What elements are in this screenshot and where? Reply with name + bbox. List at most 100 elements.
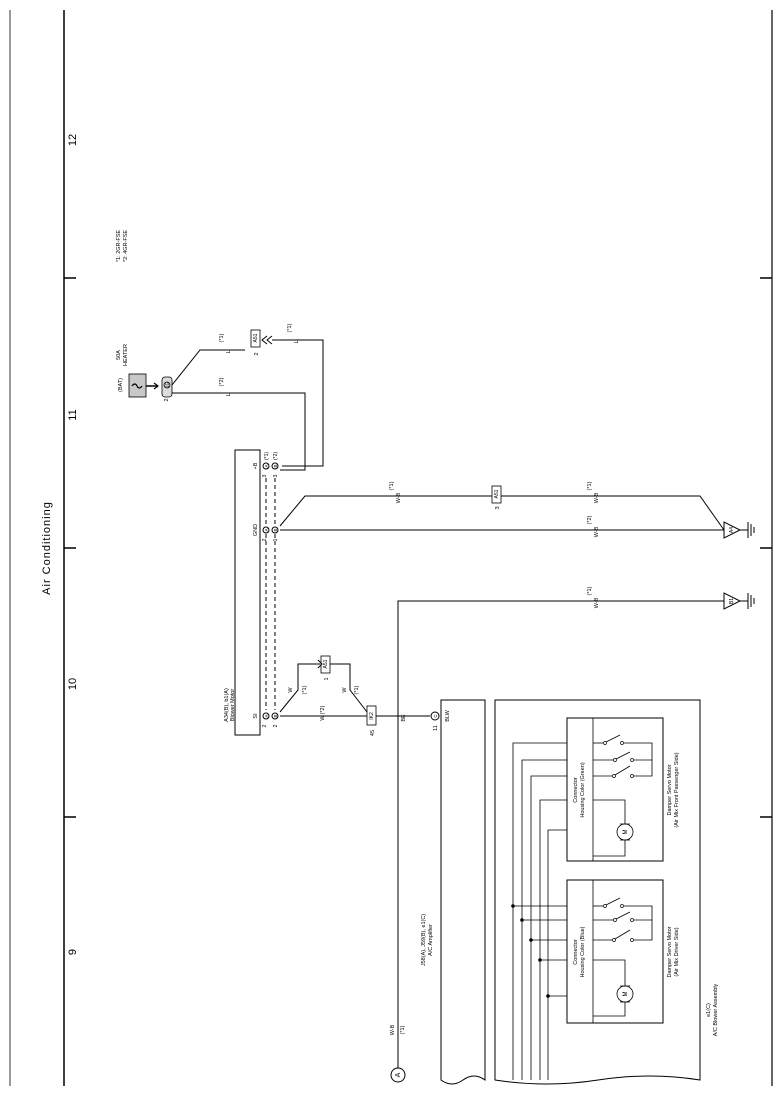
assembly-ref: e1(C) [706,1003,712,1017]
wire-gnd-upper [279,495,492,527]
a51-junction-top [250,329,273,348]
footnote-1: *1: 2GR-FSE [116,230,122,262]
blower-motor-name: Blower Motor [230,689,236,722]
signal-bus [511,742,567,1080]
blw-conn: C [433,714,438,718]
wire-l-bottom-variant: (*2) [219,377,225,386]
si-pin-b: B [273,714,278,717]
terminal-si: SI [253,713,259,719]
wire-gnd-right-variant: (*1) [587,481,593,490]
ik2-pin: 45 [370,730,376,736]
wire-be-color: BE [401,714,407,722]
ac-amplifier-name: A/C Amplifier [428,924,434,956]
terminal-plus-b: +B [253,462,259,469]
wire-gnd-lower-color: W-B [594,526,600,537]
wire-l-bottom [172,392,306,471]
offpage-connector-a [390,1067,406,1083]
servo-blue-motor-m: M [623,992,629,997]
wire-gnd-upper-variant: (*1) [389,481,395,490]
ac-amplifier-box [440,699,486,1085]
wire-ground-b1 [397,600,724,1068]
servo-green-name: Damper Servo Motor [667,764,673,815]
servo-green-connector: Connector [573,777,579,803]
wire-si-w3: W [320,715,326,721]
page-title: Air Conditioning [41,501,53,595]
column-number-10: 10 [67,678,79,690]
ik2-label: IK2 [369,712,375,720]
a51-bot-label: A51 [323,659,329,668]
plus-b-var-2: (*2) [273,452,279,460]
fuse-connector [161,376,173,398]
a51-mid-label: A51 [494,489,500,498]
offpage-wire-color: W-B [390,1024,396,1035]
fuse-rating-label: 50A [116,350,122,360]
si-pins [262,712,279,720]
wire-b1-variant: (*1) [587,586,593,595]
wire-si-upper [279,663,320,713]
wire-si-v1b: (*1) [354,685,360,694]
wire-a51-variant: (*1) [287,323,293,332]
servo-blue-motor [593,959,634,1017]
terminal-gnd: GND [253,524,259,536]
si-pin-2a: 2 [262,724,268,727]
a51-junction-mid [491,485,502,504]
wire-gnd-lower-variant: (*2) [587,515,593,524]
blw-label: BLW [445,709,451,721]
a51-bot-pin: 1 [324,677,330,680]
footnote-2: *2: 4GR-FSE [123,230,129,262]
gnd-pin-1: 1 [273,538,279,541]
servo-blue-switches [593,897,653,942]
ground-b1-symbol [723,592,755,610]
column-ticks [64,277,772,818]
wire-si-a51-down [330,663,368,713]
servo-blue-box [566,879,664,1024]
servo-green-motor [593,799,634,857]
wire-si-v1: (*1) [302,685,308,694]
servo-blue-position: (Air Mix Driver Side) [674,927,680,976]
wire-gnd-upper-color: W-B [396,492,402,503]
servo-blue-name: Damper Servo Motor [667,926,673,977]
ground-a4-symbol [723,521,755,539]
wire-l-bottom-color: L [226,393,232,396]
gnd-pin-a: A [264,528,269,531]
blw-terminal [430,711,440,721]
plus-b-pin-3b: 3 [273,474,279,477]
servo-green-housing: Housing Color (Green) [580,762,586,817]
fuse-name-label: HEATER [123,344,129,366]
blw-pin: 11 [433,725,439,731]
fuse-connector-label: 1G [165,382,171,389]
column-number-12: 12 [67,134,79,146]
servo-green-switches [593,734,653,778]
servo-green-position: (Air Mix Front Passenger Side) [674,752,680,827]
blower-motor-ref: A34(B), b1(A) [224,688,230,722]
plus-b-var-1: (*1) [264,452,270,460]
wire-si-w1: W [288,687,294,693]
column-number-9: 9 [67,949,79,955]
offpage-wire-variant: (*1) [400,1025,406,1034]
plus-b-pins [262,462,279,470]
ground-b1-label: B1 [729,598,735,604]
a51-mid-pin: 3 [495,506,501,509]
wire-l-top-variant: (*1) [219,333,225,342]
offpage-connector-label: A [395,1072,402,1077]
wire-si-w2: W [342,687,348,693]
fuse-pin-label: 2 [164,398,170,401]
a51-top-pin: 2 [254,352,260,355]
servo-green-box [566,717,664,862]
wire-l-a51 [272,339,324,467]
wire-l-top [171,349,245,386]
fuse-icon [128,373,159,398]
servo-green-motor-m: M [623,830,629,835]
wire-gnd-a51-a4 [501,495,725,531]
servo-blue-housing: Housing Color (Blue) [580,926,586,977]
wire-a51-color: L [294,340,300,343]
ground-a4-label: A4 [729,527,735,533]
wire-b1-color: W-B [594,597,600,608]
si-pin-2b: 2 [273,724,279,727]
fuse-source-label: (BAT) [118,378,124,392]
gnd-pins [262,526,279,534]
column-number-11: 11 [67,409,79,420]
plus-b-pin-b: B [273,464,278,467]
plus-b-pin-3a: 3 [262,474,268,477]
